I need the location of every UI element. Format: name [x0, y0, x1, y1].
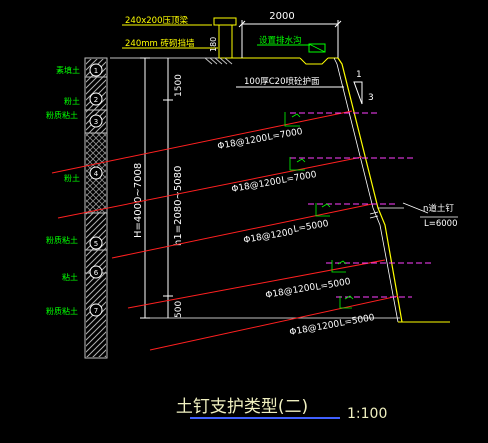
nail-length-4: L=5000	[315, 277, 352, 293]
nail-line-2	[57, 156, 363, 219]
layer-marker-2	[89, 92, 103, 106]
nail-spec-4: Φ18@1200	[265, 282, 317, 301]
dimension-top-width: 2000	[238, 11, 342, 58]
layer-num-7: 7	[94, 307, 98, 315]
top-notes: 240x200压顶梁 240mm 砖砌挡墙 180 设置排水沟 100厚C20喷…	[122, 16, 344, 88]
layer-num-3: 3	[94, 118, 98, 126]
slope-rise: 1	[356, 70, 362, 80]
soil-nails	[51, 110, 399, 351]
slope-ratio-marker: 1 3	[353, 70, 374, 105]
nail-heads	[284, 112, 354, 309]
layer-label-3: 粉质粘土	[46, 110, 78, 120]
layer-marker-7	[89, 303, 103, 317]
side-note-line2: L=6000	[424, 219, 458, 229]
dim-bottom-offset: 500	[174, 301, 184, 318]
drawing-title-block: 土钉支护类型(二) 1:100	[176, 397, 387, 422]
layer-label-2: 粉土	[64, 96, 80, 106]
side-note-line1: n道土钉	[423, 203, 454, 214]
layer-marker-5	[89, 236, 103, 250]
slope-face	[333, 57, 450, 323]
layer-marker-1	[89, 63, 103, 77]
layer-label-5: 粉质粘土	[46, 235, 78, 245]
layer-label-6: 粘土	[62, 272, 78, 282]
note-shotcrete: 100厚C20喷砼护面	[244, 76, 320, 87]
nail-spec-5: Φ18@1200	[289, 319, 341, 338]
layer-marker-6	[89, 265, 103, 279]
soil-column: 1 2 3 4 5 6 7 素填土 粉土 粉质粘土 粉土 粉质粘土 粘土 粉质粘…	[46, 57, 108, 359]
dim-total-height: H=4000~7008	[133, 163, 144, 238]
layer-num-2: 2	[94, 96, 98, 104]
nail-spec-2: Φ18@1200	[231, 176, 283, 195]
slope-run: 3	[368, 93, 374, 103]
nail-line-5	[149, 295, 399, 351]
nail-spec-1: Φ18@1200	[217, 133, 269, 152]
layer-label-1: 素填土	[56, 65, 80, 75]
nail-length-1: L=7000	[267, 127, 304, 143]
note-drainage-ditch: 设置排水沟	[259, 35, 302, 46]
nail-spec-3: Φ18@1200	[243, 227, 295, 246]
layer-label-7: 粉质粘土	[46, 306, 78, 316]
note-brick-wall: 240mm 砖砌挡墙	[125, 38, 195, 49]
note-capping-beam: 240x200压顶梁	[125, 16, 188, 26]
drainage-ditch	[299, 57, 329, 65]
nail-line-1	[51, 110, 353, 174]
top-structure	[110, 17, 338, 65]
drawing-title: 土钉支护类型(二)	[176, 397, 308, 417]
dim-top-offset: 1500	[174, 74, 184, 97]
brick-wall	[218, 23, 233, 59]
drawing-scale: 1:100	[347, 406, 387, 422]
layer-num-5: 5	[94, 240, 98, 248]
side-note: n道土钉 L=6000	[402, 202, 458, 229]
dim-180: 180	[209, 37, 218, 52]
nail-length-3: L=5000	[293, 219, 330, 235]
nail-length-5: L=5000	[339, 313, 376, 329]
nail-line-3	[111, 203, 373, 259]
layer-marker-3	[89, 114, 103, 128]
layer-num-4: 4	[94, 170, 99, 178]
layer-num-6: 6	[94, 269, 99, 277]
dim-mid-height: h1=2080~5080	[173, 166, 184, 246]
dim-2000: 2000	[269, 11, 294, 22]
height-dimensions: H=4000~7008 h1=2080~5080 1500 500	[133, 57, 400, 319]
layer-num-1: 1	[94, 67, 98, 75]
capping-beam	[213, 17, 237, 26]
layer-marker-4	[89, 166, 103, 180]
layer-label-4: 粉土	[64, 173, 80, 183]
nail-line-4	[127, 259, 386, 309]
